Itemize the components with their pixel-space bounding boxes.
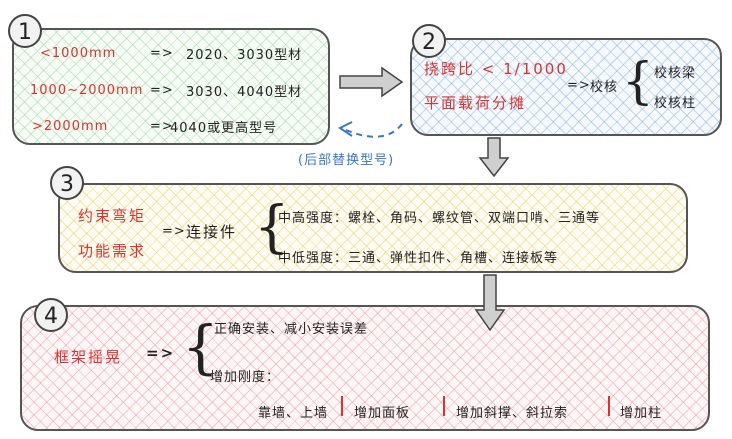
step1-range-3: >2000mm <box>32 119 109 134</box>
step4-separator-2 <box>443 396 445 416</box>
step4-measure-4: 增加柱 <box>620 406 663 421</box>
step3-arrow: => <box>162 224 186 239</box>
step2-brace: { <box>622 52 654 110</box>
arrow-1-to-2 <box>339 66 404 98</box>
step3-brace: { <box>254 195 290 260</box>
step2-number: 2 <box>412 24 446 58</box>
step1-arrow-2: => <box>150 83 174 98</box>
step4-measure-1: 靠墙、上墙 <box>258 406 329 421</box>
step1-range-1: <1000mm <box>40 46 117 61</box>
step4-measure-3: 增加斜撑、斜拉索 <box>456 406 569 421</box>
step1-result-1: 2020、3030型材 <box>186 48 303 63</box>
step2-item-1: 校核梁 <box>654 66 697 81</box>
step1-result-3: 4040或更高型号 <box>170 121 278 136</box>
arrow-2-to-3 <box>478 137 510 178</box>
step3-target: 连接件 <box>186 223 238 241</box>
step3-number: 3 <box>50 166 84 200</box>
step4-item-1: 正确安装、减小安装误差 <box>214 322 369 337</box>
step1-arrow-1: => <box>150 46 174 61</box>
step3-item-1: 中高强度：螺栓、角码、螺纹管、双端口啃、三通等 <box>278 211 601 226</box>
feedback-arrowhead <box>338 121 353 137</box>
feedback-note: (后部替换型号) <box>298 153 395 168</box>
step3-item-2: 中低强度：三通、弹性扣件、角槽、连接板等 <box>278 251 559 266</box>
step4-arrow: => <box>146 344 176 362</box>
step1-box <box>12 28 330 145</box>
step4-problem: 框架摇晃 <box>54 348 123 366</box>
step3-req-1: 约束弯矩 <box>78 207 147 225</box>
step1-number: 1 <box>8 14 42 48</box>
step4-brace: { <box>182 313 219 381</box>
step2-condition-2: 平面载荷分摊 <box>424 94 527 112</box>
step4-number: 4 <box>34 298 68 332</box>
step1-result-2: 3030、4040型材 <box>186 85 303 100</box>
step2-arrow: => <box>567 78 591 93</box>
step4-box <box>20 305 710 431</box>
arrow-3-to-4 <box>474 274 506 332</box>
step2-box <box>410 38 722 136</box>
step1-range-2: 1000~2000mm <box>30 83 144 98</box>
step4-measure-2: 增加面板 <box>354 406 411 421</box>
step1-arrow-3: => <box>150 119 174 134</box>
step2-item-2: 校核柱 <box>654 96 697 111</box>
step4-item-2: 增加刚度： <box>210 370 281 385</box>
step2-action: 校核 <box>590 80 619 95</box>
step3-req-2: 功能需求 <box>78 242 147 260</box>
step2-condition-1: 挠跨比 < 1/1000 <box>424 60 568 78</box>
step3-box <box>58 183 688 273</box>
step4-separator-1 <box>341 396 343 416</box>
feedback-dashed-arrow <box>345 123 403 138</box>
step4-separator-3 <box>608 396 610 416</box>
